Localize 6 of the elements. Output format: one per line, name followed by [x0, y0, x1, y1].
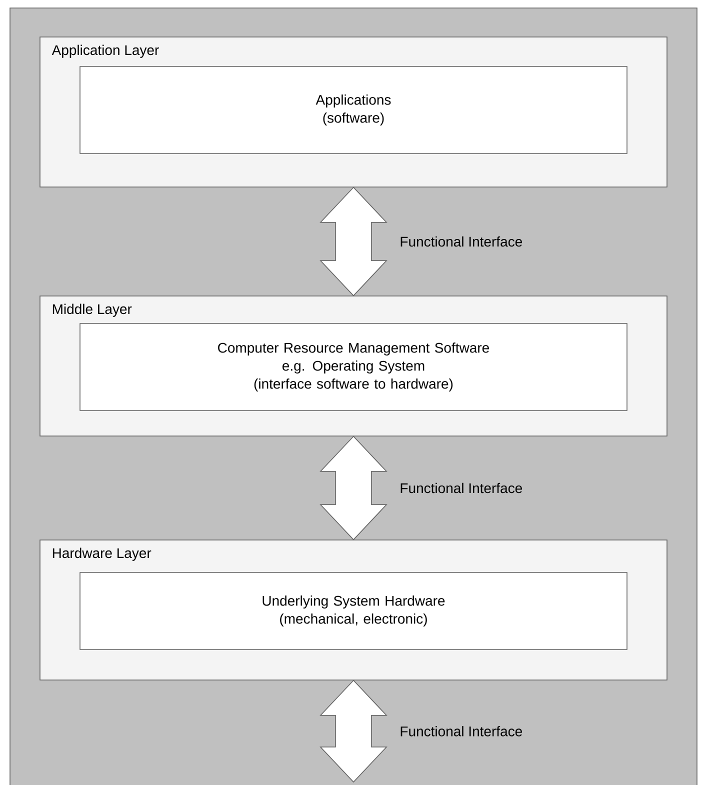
component-box: Underlying System Hardware (mechanical, electronic)	[80, 572, 628, 650]
component-box: Computer Resource Management Software e.g. Operating System (interface software to hardware)	[80, 323, 628, 411]
edge-label: Functional Interface	[400, 482, 522, 494]
edge-label: Functional Interface	[400, 726, 522, 736]
edge-label: Functional Interface	[400, 236, 522, 247]
component-box: Applications (software)	[80, 66, 628, 154]
